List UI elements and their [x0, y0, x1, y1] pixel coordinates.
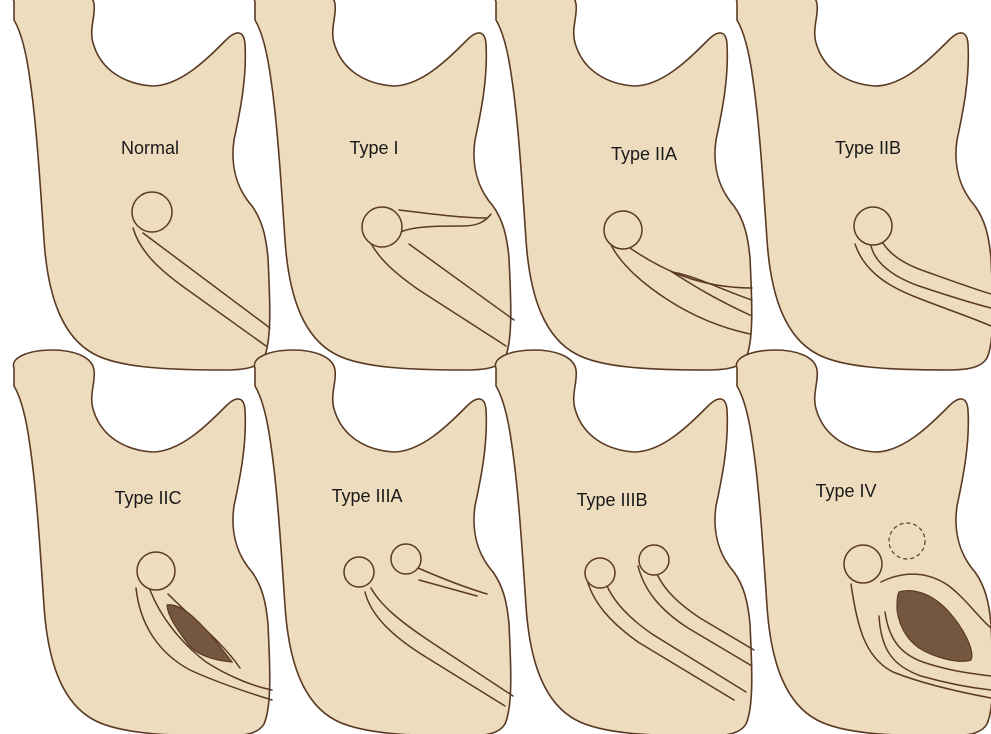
panel-type-2a: Type IIA — [495, 0, 752, 370]
condyle-head — [854, 207, 892, 245]
panel-label: Type IIC — [114, 488, 181, 508]
condyle-head-1 — [344, 557, 374, 587]
panel-label: Normal — [121, 138, 179, 158]
condyle-head-2 — [639, 545, 669, 575]
condyle-head — [137, 552, 175, 590]
panel-label: Type IIIA — [331, 486, 402, 506]
mandible-outline — [495, 0, 751, 370]
condyle-head-2 — [391, 544, 421, 574]
panel-label: Type I — [349, 138, 398, 158]
panel-normal: Normal — [13, 0, 270, 370]
panel-label: Type IIA — [611, 144, 677, 164]
mandible-outline — [254, 0, 510, 370]
panel-type-1: Type I — [254, 0, 514, 370]
mandible-outline — [736, 0, 991, 370]
condyle-head — [132, 192, 172, 232]
panel-type-2c: Type IIC — [13, 350, 272, 734]
condyle-head-1 — [585, 558, 615, 588]
mandible-outline — [736, 350, 991, 734]
panel-label: Type IIIB — [576, 490, 647, 510]
mandible-outline — [254, 350, 510, 734]
mandible-outline — [13, 0, 269, 370]
mandible-outline — [495, 350, 751, 734]
condyle-head — [604, 211, 642, 249]
panel-type-3a: Type IIIA — [254, 350, 513, 734]
panel-label: Type IIB — [835, 138, 901, 158]
panel-type-2b: Type IIB — [736, 0, 991, 370]
condyle-head — [844, 545, 882, 583]
panel-type-3b: Type IIIB — [495, 350, 754, 734]
panel-label: Type IV — [815, 481, 876, 501]
panel-type-4: Type IV — [736, 350, 991, 734]
condyle-head — [362, 207, 402, 247]
